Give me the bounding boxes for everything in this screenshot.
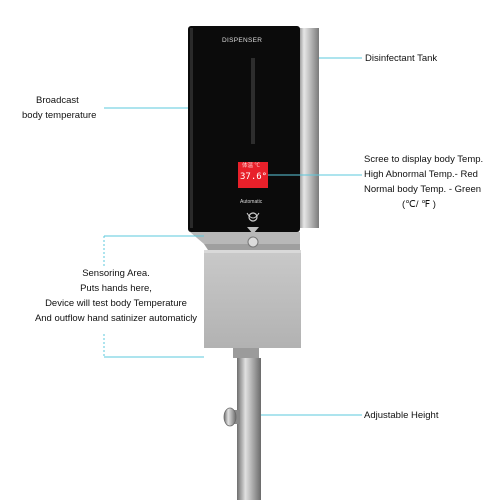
callout-broadcast: Broadcast body temperature [22, 93, 96, 123]
callout-sensor-line: Puts hands here, [80, 283, 152, 294]
pole-upper [233, 348, 259, 358]
front-panel [188, 26, 300, 232]
display-value: 37.6° [240, 172, 268, 182]
housing-side [299, 28, 319, 228]
mode-label: Automatic [240, 199, 263, 205]
height-knob [223, 407, 237, 427]
pole [237, 358, 261, 500]
callout-tank: Disinfectant Tank [365, 51, 437, 66]
callout-tank-text: Disinfectant Tank [365, 53, 438, 64]
callout-sensor-line: Device will test body Temperature [45, 298, 187, 309]
callout-broadcast-line: Broadcast [36, 95, 79, 106]
callout-screen-line: (℃/ ℉ ) [402, 199, 436, 210]
callout-screen: Scree to display body Temp. High Abnorma… [364, 152, 483, 212]
callout-sensor-line: And outflow hand satinizer automaticly [34, 313, 198, 324]
callout-sensor: Sensoring Area. Puts hands here, Device … [18, 266, 214, 326]
nozzle [247, 236, 259, 248]
callout-screen-line: Normal body Temp. - Green [364, 184, 482, 195]
callout-broadcast-line: body temperature [22, 110, 97, 121]
level-window [251, 58, 255, 144]
callout-sensor-line: Sensoring Area. [82, 268, 150, 279]
brand-label: DISPENSER [222, 37, 263, 44]
callout-height-text: Adjustable Height [364, 410, 439, 421]
callout-screen-line: Scree to display body Temp. [364, 154, 484, 165]
display-header: 体温 ℃ [242, 163, 261, 169]
sensing-tray [204, 250, 301, 348]
callout-screen-line: High Abnormal Temp.- Red [364, 169, 478, 180]
callout-height: Adjustable Height [364, 408, 438, 423]
temperature-display [238, 162, 268, 188]
